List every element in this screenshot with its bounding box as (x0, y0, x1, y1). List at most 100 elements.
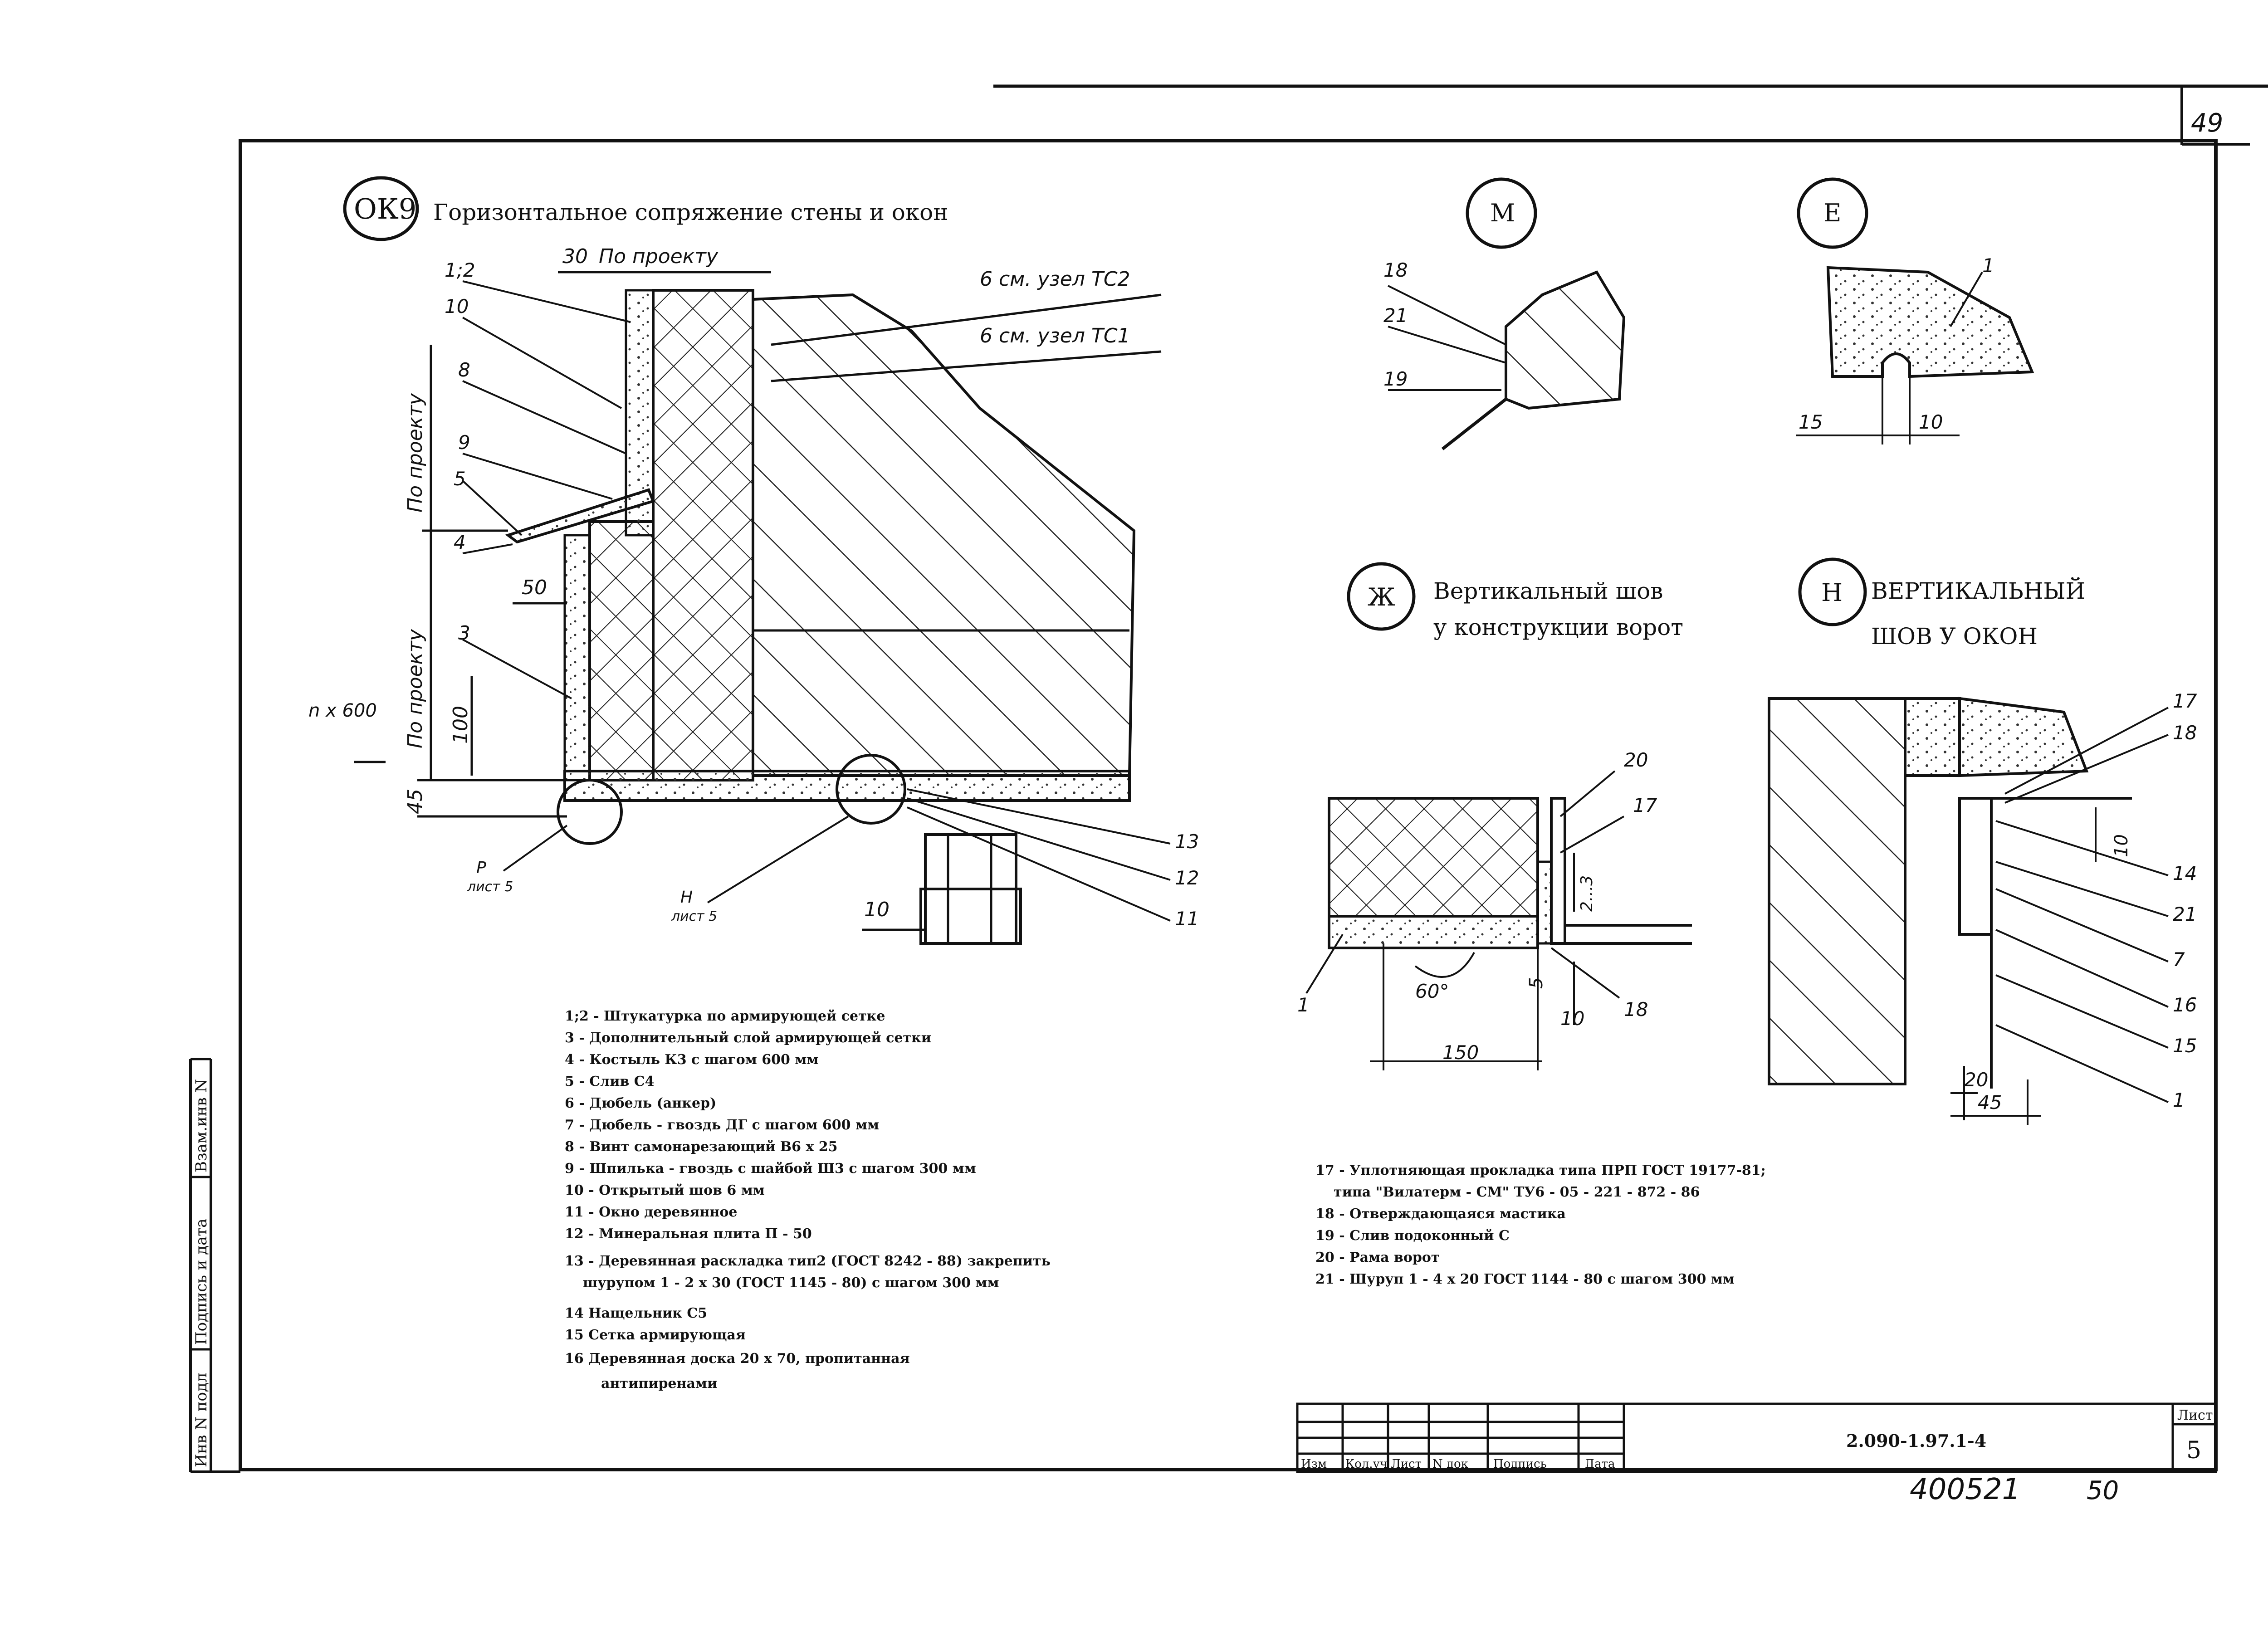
side-cell-inv: Инв N подл (192, 1373, 210, 1467)
callout-10: 10 (445, 295, 469, 317)
legend-item: 19 - Слив подоконный С (1315, 1228, 1510, 1244)
node-zh-callout-17: 17 (1633, 794, 1657, 816)
sheet-label: Лист (2177, 1407, 2213, 1423)
node-n-callout-15: 15 (2173, 1035, 2197, 1057)
side-cell-replace: Взам.инв N (192, 1079, 210, 1172)
detail-circle-n (836, 754, 906, 825)
legend-item: 10 - Открытый шов 6 мм (565, 1182, 765, 1198)
callout-9: 9 (458, 431, 470, 454)
insulation-upper (652, 289, 754, 781)
legend-item: 20 - Рама ворот (1315, 1250, 1439, 1265)
node-zh-mark: Ж (1368, 583, 1395, 611)
legend-item: 14 Нащельник С5 (565, 1305, 707, 1321)
node-zh-dim-150: 150 (1442, 1041, 1479, 1064)
node-n-callout-14: 14 (2173, 862, 2197, 884)
legend-item: 5 - Слив С4 (565, 1074, 655, 1089)
legend-item: антипиренами (601, 1376, 717, 1392)
ref-node-n: Н (680, 888, 693, 907)
node-zh-callout-1: 1 (1297, 994, 1310, 1016)
legend-item: 17 - Уплотняющая прокладка типа ПРП ГОСТ… (1315, 1162, 1766, 1178)
stamp-columns: Изм Кол.уч Лист N док Подпись Дата (1301, 1457, 1615, 1471)
node-n-dim-20: 20 (1964, 1069, 1988, 1091)
node-zh: Ж Вертикальный шов у конструкции ворот 2… (1297, 562, 1692, 1070)
node-m-callout-21: 21 (1383, 304, 1408, 327)
legend-item: 12 - Минеральная плита П - 50 (565, 1226, 812, 1242)
node-e-dim-15: 15 (1799, 411, 1823, 433)
callout-3: 3 (458, 622, 470, 644)
legend-item: 16 Деревянная доска 20 х 70, пропитанная (565, 1351, 910, 1367)
node-n-callout-1: 1 (2173, 1089, 2185, 1111)
node-n-callout-17: 17 (2173, 690, 2197, 712)
node-n: Н ВЕРТИКАЛЬНЫЙ ШОВ У ОКОН 17 18 14 21 7 (1768, 557, 2197, 1125)
callout-11: 11 (1175, 908, 1199, 930)
node-zh-title-2: у конструкции ворот (1433, 614, 1683, 640)
ref-tc2: 6 см. узел ТС2 (980, 268, 1130, 291)
node-zh-title-1: Вертикальный шов (1433, 578, 1663, 604)
callout-13: 13 (1175, 830, 1199, 853)
node-n-title-2: ШОВ У ОКОН (1871, 623, 2038, 650)
node-zh-callout-18: 18 (1624, 998, 1648, 1021)
node-zh-dim-60: 60° (1415, 980, 1449, 1002)
node-n-callout-7: 7 (2173, 948, 2185, 971)
node-m-mark: М (1490, 199, 1515, 227)
legend-right: 17 - Уплотняющая прокладка типа ПРП ГОСТ… (1315, 1162, 1766, 1287)
legend-item: 21 - Шуруп 1 - 4 х 20 ГОСТ 1144 - 80 с ш… (1315, 1271, 1735, 1287)
drawing-code: 2.090-1.97.1-4 (1846, 1431, 1986, 1451)
node-m-callout-19: 19 (1383, 368, 1408, 390)
ref-node-r: Р (476, 859, 486, 877)
node-e-callout-1: 1 (1982, 254, 1994, 277)
dim-vert-project-bottom: По проекту (404, 629, 427, 748)
legend-left: 1;2 - Штукатурка по армирующей сетке 3 -… (565, 1008, 1051, 1392)
legend-item: 6 - Дюбель (анкер) (565, 1095, 716, 1111)
ref-node-n-sheet: лист 5 (671, 908, 717, 924)
slab-bottom (563, 770, 1131, 802)
callout-5: 5 (454, 468, 466, 490)
legend-item: типа "Вилатерм - СМ" ТУ6 - 05 - 221 - 87… (1334, 1184, 1700, 1200)
callout-1-2: 1;2 (445, 259, 475, 281)
legend-item: 1;2 - Штукатурка по армирующей сетке (565, 1008, 885, 1024)
side-cell-signature: Подпись и дата (192, 1219, 210, 1345)
inventory-number: 400521 (1910, 1473, 2020, 1506)
stamp-col-sheet: Лист (1391, 1457, 1422, 1471)
node-title: Горизонтальное сопряжение стены и окон (433, 199, 948, 225)
dim-top-project: По проекту (599, 245, 719, 268)
node-ok9: ОК9 Горизонтальное сопряжение стены и ок… (308, 176, 1199, 945)
plaster-lower (563, 534, 591, 781)
node-n-callout-16: 16 (2173, 994, 2197, 1016)
node-n-title-1: ВЕРТИКАЛЬНЫЙ (1871, 576, 2085, 604)
legend-item: шурупом 1 - 2 х 30 (ГОСТ 1145 - 80) с ша… (583, 1275, 999, 1291)
node-mark: ОК9 (354, 192, 416, 225)
ref-tc1: 6 см. узел ТС1 (980, 324, 1130, 347)
stamp-col-date: Дата (1585, 1457, 1615, 1471)
legend-item: 18 - Отверждающаяся мастика (1315, 1206, 1566, 1222)
node-e: Е 1 15 10 (1796, 177, 2034, 444)
dim-100: 100 (449, 706, 472, 744)
node-zh-dim-5: 5 (1526, 977, 1547, 989)
node-m-callout-18: 18 (1383, 259, 1408, 281)
dim-30: 30 (562, 245, 588, 268)
stamp-col-sign: Подпись (1493, 1457, 1547, 1471)
legend-item: 3 - Дополнительный слой армирующей сетки (565, 1030, 931, 1046)
legend-item: 4 - Костыль К3 с шагом 600 мм (565, 1052, 818, 1068)
inventory-sub: 50 (2087, 1476, 2119, 1505)
detail-circle-r (557, 779, 623, 845)
node-n-callout-21: 21 (2173, 903, 2197, 925)
sheet-frame (189, 84, 2268, 1473)
dim-n600: n x 600 (308, 700, 377, 721)
corner-number: 49 (2191, 108, 2223, 138)
stamp-col-change: Изм (1301, 1457, 1327, 1471)
callout-4: 4 (454, 531, 466, 553)
insulation-lower (588, 520, 655, 781)
node-e-mark: Е (1823, 199, 1841, 227)
node-n-dim-10: 10 (2111, 834, 2132, 857)
node-n-dim-45: 45 (1978, 1091, 2002, 1114)
legend-item: 7 - Дюбель - гвоздь ДГ с шагом 600 мм (565, 1117, 879, 1133)
sheet-number: 5 (2186, 1437, 2201, 1464)
callout-12: 12 (1175, 867, 1199, 889)
legend-item: 15 Сетка армирующая (565, 1327, 746, 1343)
node-n-callout-18: 18 (2173, 722, 2197, 744)
title-block (1296, 1402, 2217, 1473)
dim-10: 10 (864, 898, 890, 921)
node-e-dim-10: 10 (1919, 411, 1943, 433)
